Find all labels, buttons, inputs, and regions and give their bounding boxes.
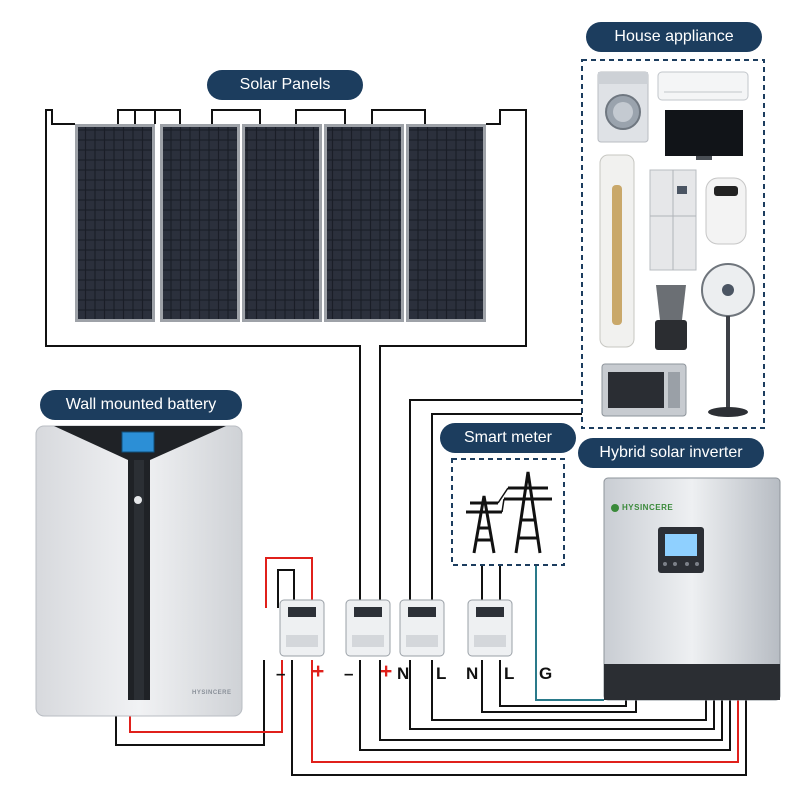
inverter-logo-icon <box>611 504 619 512</box>
battery-brand: HYSINCERE <box>192 690 232 696</box>
house-appliance-label: House appliance <box>586 22 762 52</box>
wall-battery-label: Wall mounted battery <box>40 390 242 420</box>
energy-meter-icon <box>279 599 325 657</box>
washing-machine-icon <box>597 71 649 143</box>
solar-panel-array <box>75 124 486 322</box>
solar-panel <box>160 124 240 322</box>
battery-wires <box>115 557 313 746</box>
air-fryer-icon <box>705 177 747 245</box>
smart-meter-label: Smart meter <box>440 423 576 453</box>
smart-meter-frame <box>451 458 565 566</box>
microwave-icon <box>601 363 687 417</box>
solar-panel <box>324 124 404 322</box>
bus-wires <box>291 660 747 776</box>
energy-meter-icon <box>399 599 445 657</box>
ac-wires <box>409 399 582 608</box>
hybrid-inverter <box>603 477 781 701</box>
n-terminal-1: N <box>397 664 410 683</box>
solar-panel <box>406 124 486 322</box>
wall-mounted-battery <box>35 425 243 717</box>
television-icon <box>665 110 743 160</box>
solar-panel <box>242 124 322 322</box>
hybrid-inverter-label: Hybrid solar inverter <box>578 438 764 468</box>
pv-plus-terminal: + <box>380 660 393 683</box>
power-tower-icon <box>466 471 552 554</box>
tower-air-conditioner-icon <box>599 154 635 348</box>
energy-meter-icon <box>467 599 513 657</box>
refrigerator-icon <box>649 169 697 271</box>
air-conditioner-icon <box>657 71 749 101</box>
blender-icon <box>655 285 687 350</box>
house-appliance-frame <box>581 59 765 429</box>
battery-minus-terminal: – <box>276 664 286 683</box>
ground-wire <box>535 566 604 701</box>
energy-meter-icon <box>345 599 391 657</box>
pv-string-wires <box>45 109 527 608</box>
appliance-group <box>597 71 755 417</box>
solar-panels-label: Solar Panels <box>207 70 363 100</box>
energy-meters <box>279 599 513 657</box>
battery-plus-terminal: + <box>312 660 325 683</box>
l-terminal-1: L <box>436 664 447 683</box>
standing-fan-icon <box>701 263 755 417</box>
n-terminal-2: N <box>466 664 479 683</box>
solar-panel <box>75 124 155 322</box>
pv-minus-terminal: – <box>344 664 354 683</box>
inverter-brand: HYSINCERE <box>622 503 674 512</box>
g-terminal: G <box>539 664 553 683</box>
l-terminal-2: L <box>504 664 515 683</box>
